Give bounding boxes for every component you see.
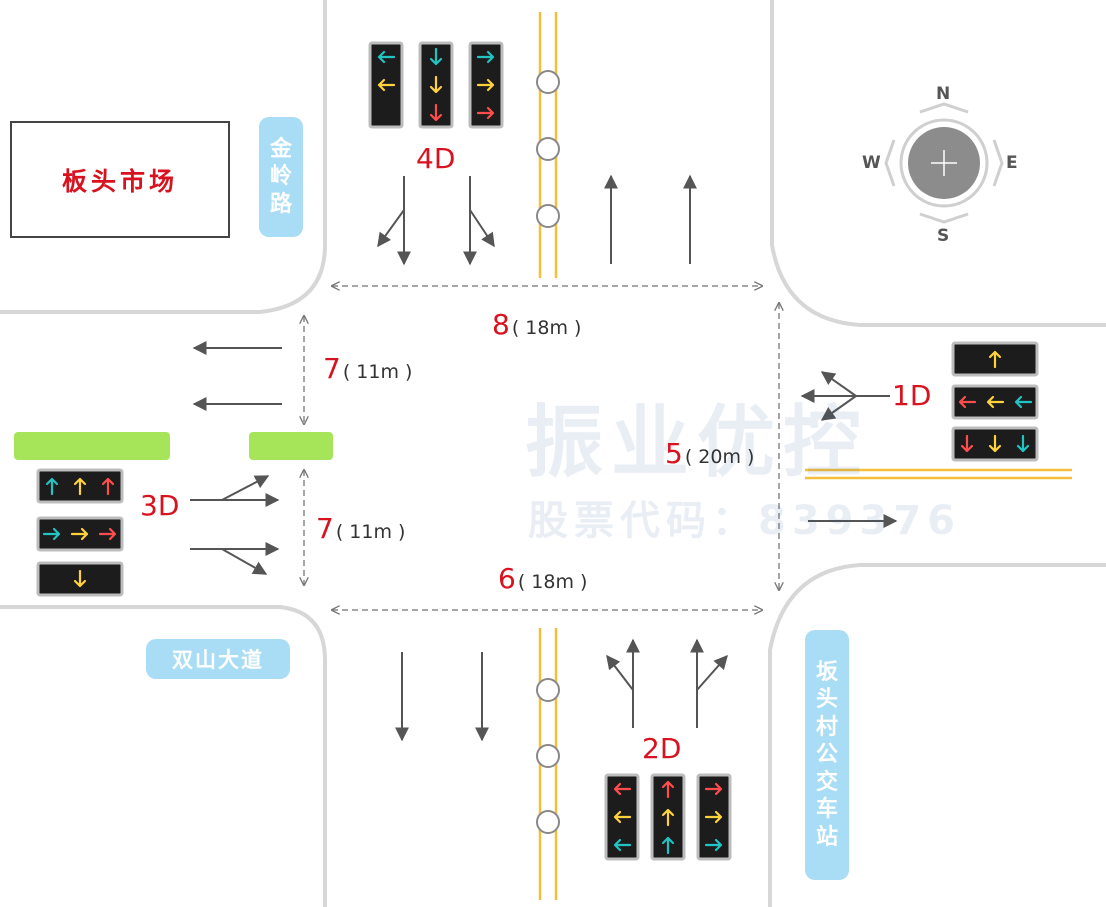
market-label: 板头市场 bbox=[10, 121, 230, 238]
compass-icon bbox=[884, 102, 1004, 224]
bus-station-label: 坂头村公交车站 bbox=[805, 630, 849, 880]
distance-label-7-upper: 7 ( 11m ) bbox=[323, 355, 412, 383]
distance-label-7-lower: 7 ( 11m ) bbox=[316, 515, 405, 543]
signal-arrow-icon bbox=[73, 477, 87, 496]
road-label-char: 头 bbox=[815, 687, 838, 713]
signal-arrow-icon bbox=[613, 810, 632, 824]
signal-arrow-icon bbox=[429, 103, 443, 122]
signal-arrow-icon bbox=[988, 434, 1002, 453]
compass-north: N bbox=[936, 84, 951, 104]
signal-arrow-icon bbox=[1016, 434, 1030, 453]
median-strip bbox=[249, 432, 333, 460]
road-label-char: 车 bbox=[815, 797, 838, 823]
road-label-char: 岭 bbox=[269, 164, 292, 190]
road-name-shuangshan: 双山大道 bbox=[146, 639, 290, 679]
lane-detectors bbox=[536, 70, 560, 834]
road-label-char: 公 bbox=[815, 742, 838, 768]
signal-group-north: 4D bbox=[416, 142, 456, 175]
signal-group-east: 1D bbox=[892, 379, 932, 412]
signal-arrow-icon bbox=[704, 838, 723, 852]
road-name-jinling: 金岭路 bbox=[259, 117, 303, 237]
signal-arrow-icon bbox=[704, 782, 723, 796]
signal-group-west: 3D bbox=[140, 489, 180, 522]
signal-arrow-icon bbox=[377, 50, 396, 64]
road-label-char: 站 bbox=[815, 824, 838, 850]
signal-arrow-icon bbox=[661, 836, 675, 855]
signal-arrow-icon bbox=[429, 47, 443, 66]
signal-arrow-icon bbox=[476, 50, 495, 64]
signal-arrow-icon bbox=[661, 808, 675, 827]
compass-west: W bbox=[862, 153, 881, 173]
signal-arrow-icon bbox=[704, 810, 723, 824]
signal-arrow-icon bbox=[958, 395, 977, 409]
distance-value: ( 18m ) bbox=[511, 317, 582, 339]
road-label-char: 金 bbox=[269, 136, 292, 162]
signal-arrow-icon bbox=[429, 75, 443, 94]
watermark-brand: 振业优控 bbox=[525, 398, 870, 488]
signal-arrow-icon bbox=[960, 434, 974, 453]
signal-arrow-icon bbox=[101, 477, 115, 496]
distance-value: ( 18m ) bbox=[517, 571, 588, 593]
distance-label-5: 5 ( 20m ) bbox=[665, 440, 754, 468]
road-label-char: 交 bbox=[815, 769, 838, 795]
signal-arrow-icon bbox=[377, 78, 396, 92]
road-label-char: 村 bbox=[815, 714, 838, 740]
signal-group-south: 2D bbox=[642, 732, 682, 765]
median-strip bbox=[14, 432, 170, 460]
distance-lines bbox=[304, 286, 779, 610]
distance-id: 7 bbox=[316, 512, 334, 545]
distance-label-6: 6 ( 18m ) bbox=[498, 565, 587, 593]
signal-arrow-icon bbox=[986, 395, 1005, 409]
distance-id: 8 bbox=[492, 308, 510, 341]
signal-arrow-icon bbox=[661, 780, 675, 799]
signal-arrow-icon bbox=[476, 78, 495, 92]
signal-arrow-icon bbox=[613, 782, 632, 796]
signal-arrow-icon bbox=[988, 350, 1002, 369]
signal-arrow-icon bbox=[98, 527, 117, 541]
distance-value: ( 11m ) bbox=[335, 521, 406, 543]
compass-east: E bbox=[1006, 153, 1018, 173]
signal-arrow-icon bbox=[45, 477, 59, 496]
signal-arrow-icon bbox=[1014, 395, 1033, 409]
signal-arrow-icon bbox=[613, 838, 632, 852]
road-label-char: 坂 bbox=[815, 659, 838, 685]
signal-arrow-icon bbox=[476, 106, 495, 120]
signal-heads bbox=[36, 41, 1039, 861]
road-label-char: 路 bbox=[269, 191, 292, 217]
lane-arrows bbox=[190, 174, 898, 742]
distance-id: 7 bbox=[323, 352, 341, 385]
distance-id: 5 bbox=[665, 437, 683, 470]
distance-value: ( 20m ) bbox=[684, 446, 755, 468]
watermark-stock: 股票代码：839376 bbox=[528, 498, 961, 544]
compass-south: S bbox=[937, 226, 950, 246]
distance-label-8: 8 ( 18m ) bbox=[492, 311, 581, 339]
signal-arrow-icon bbox=[73, 569, 87, 588]
distance-id: 6 bbox=[498, 562, 516, 595]
distance-value: ( 11m ) bbox=[342, 361, 413, 383]
signal-arrow-icon bbox=[42, 527, 61, 541]
signal-arrow-icon bbox=[70, 527, 89, 541]
